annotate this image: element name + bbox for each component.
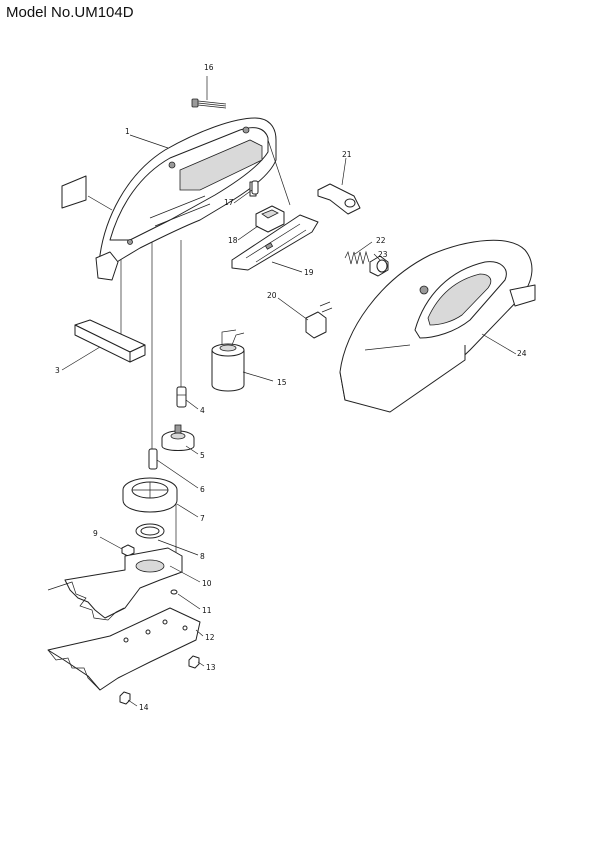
part-label-23: 23: [378, 250, 388, 259]
part-18-switch: [255, 205, 285, 233]
part-3-strip: [74, 319, 146, 363]
part-label-20: 20: [267, 291, 277, 300]
label-plate: [61, 175, 87, 209]
part-12-lower-blade: [47, 607, 201, 691]
part-1-housing: [95, 117, 277, 281]
part-14-bolt: [119, 691, 131, 705]
part-label-15: 15: [277, 378, 287, 387]
model-number-title: Model No.UM104D: [6, 4, 134, 21]
part-label-10: 10: [202, 579, 212, 588]
part-13-bolt: [188, 655, 200, 669]
part-label-3: 3: [55, 366, 60, 375]
part-labels: 16 1 21 17 18 22 23 19 20 24 3 15 4 5 6 …: [55, 63, 527, 712]
part-label-24: 24: [517, 349, 527, 358]
part-label-13: 13: [206, 663, 216, 672]
part-24-cover: [339, 239, 536, 413]
part-22-spring: [344, 250, 370, 265]
part-23-knob: [369, 255, 389, 277]
part-label-5: 5: [200, 451, 205, 460]
part-label-11: 11: [202, 606, 212, 615]
part-label-21: 21: [342, 150, 352, 159]
part-9-nut: [121, 544, 135, 557]
part-label-8: 8: [200, 552, 205, 561]
part-20-terminal: [305, 301, 333, 339]
part-8-ring: [135, 523, 165, 539]
part-17-pin: [251, 180, 259, 195]
part-label-16: 16: [204, 63, 214, 72]
part-label-9: 9: [93, 529, 98, 538]
part-label-6: 6: [200, 485, 205, 494]
part-label-1: 1: [125, 127, 130, 136]
part-label-17: 17: [224, 198, 234, 207]
part-21-bracket: [317, 183, 361, 215]
part-label-22: 22: [376, 236, 386, 245]
part-5-gear: [161, 424, 195, 451]
part-6-shaft: [148, 448, 158, 470]
part-19-slider: [231, 214, 319, 271]
part-label-14: 14: [139, 703, 149, 712]
part-label-12: 12: [205, 633, 215, 642]
part-label-18: 18: [228, 236, 238, 245]
part-15-motor: [211, 329, 245, 392]
part-11-washer: [170, 589, 178, 595]
part-label-19: 19: [304, 268, 314, 277]
part-16-screw: [191, 98, 227, 109]
part-4-shaft: [176, 386, 187, 408]
part-10-upper-blade: [47, 547, 183, 621]
leader-lines: [61, 76, 517, 707]
part-7-gear: [122, 477, 178, 513]
part-label-4: 4: [200, 406, 205, 415]
part-label-7: 7: [200, 514, 205, 523]
